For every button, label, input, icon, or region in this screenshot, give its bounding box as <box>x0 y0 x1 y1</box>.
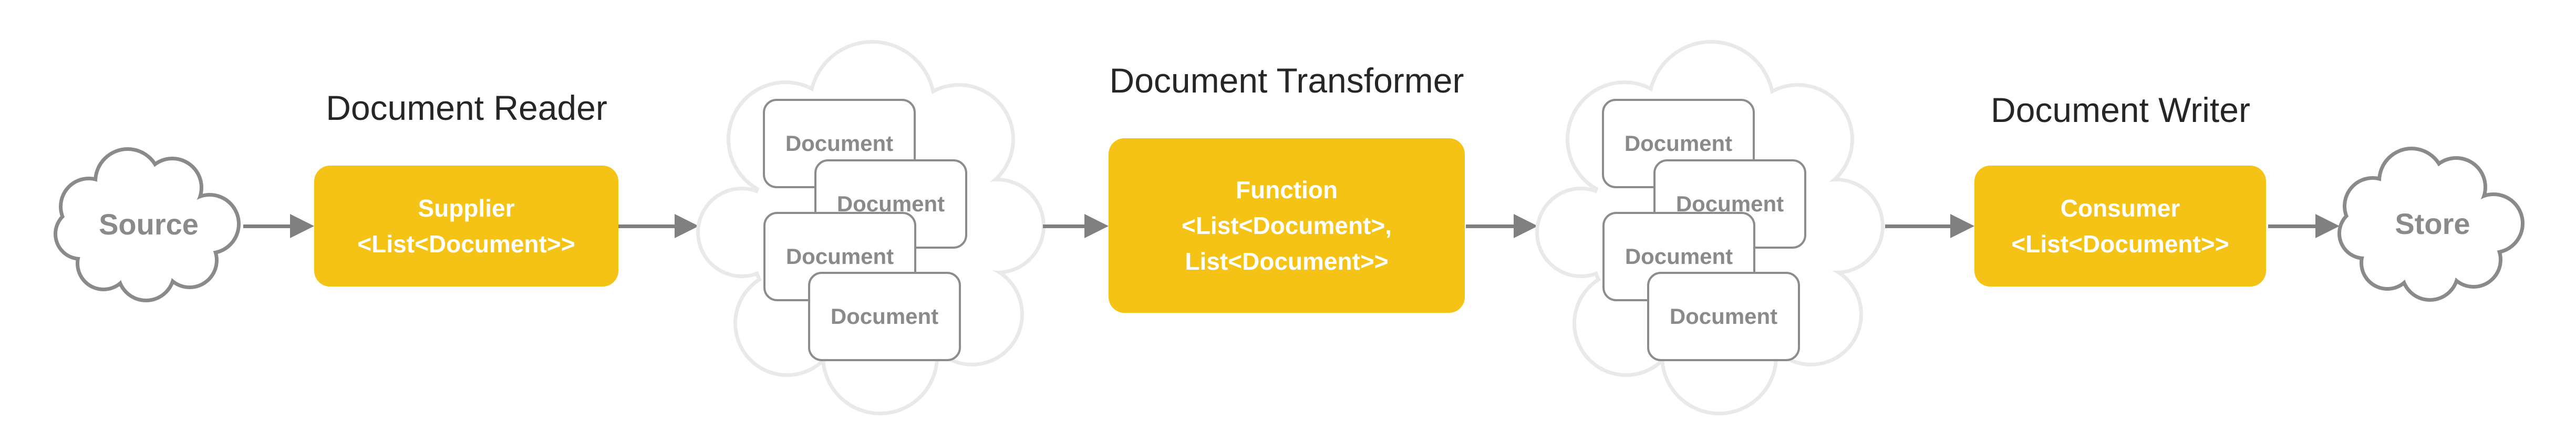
arrow-shaft <box>243 224 296 228</box>
arrow-transformer-to-documents <box>1466 214 1538 238</box>
store-cloud: Store <box>2338 143 2527 304</box>
function-box-line-2: <List<Document>, <box>1181 212 1392 239</box>
documents-cloud-1: Document Document Document Document <box>699 37 1043 413</box>
arrow-head-icon <box>1084 214 1109 238</box>
arrow-head-icon <box>2315 214 2340 238</box>
function-box: Function <List<Document>, List<Document>… <box>1109 138 1465 313</box>
document-card: Document <box>1647 272 1800 361</box>
arrow-documents-to-writer <box>1885 214 1974 238</box>
document-card-label: Document <box>1625 244 1733 269</box>
document-card-label: Document <box>830 304 939 329</box>
arrow-shaft <box>1885 224 1957 228</box>
arrow-source-to-reader <box>243 214 314 238</box>
supplier-box: Supplier <List<Document>> <box>314 166 618 287</box>
consumer-box-line-1: Consumer <box>2060 195 2180 222</box>
arrow-head-icon <box>290 214 314 238</box>
function-box-line-3: List<Document>> <box>1185 248 1389 275</box>
arrow-head-icon <box>1514 214 1538 238</box>
document-card-label: Document <box>785 244 894 269</box>
arrow-reader-to-documents <box>618 214 699 238</box>
document-card-label: Document <box>1669 304 1778 329</box>
arrow-writer-to-store <box>2268 214 2340 238</box>
arrow-shaft <box>1043 224 1091 228</box>
supplier-box-line-2: <List<Document>> <box>357 230 575 258</box>
document-card: Document <box>808 272 961 361</box>
source-cloud: Source <box>54 144 243 304</box>
arrow-shaft <box>2268 224 2322 228</box>
document-writer-title: Document Writer <box>1991 90 2250 129</box>
documents-cloud-2: Document Document Document Document <box>1538 37 1882 413</box>
document-card-label: Document <box>785 131 894 156</box>
store-label: Store <box>2395 207 2470 240</box>
document-transformer-title: Document Transformer <box>1109 61 1464 100</box>
source-label: Source <box>99 207 199 241</box>
document-card-label: Document <box>1624 131 1733 156</box>
consumer-box: Consumer <List<Document>> <box>1974 166 2266 287</box>
arrow-shaft <box>1466 224 1520 228</box>
arrow-shaft <box>618 224 681 228</box>
function-box-line-1: Function <box>1235 176 1338 203</box>
consumer-box-line-2: <List<Document>> <box>2011 230 2229 258</box>
supplier-box-line-1: Supplier <box>418 195 515 222</box>
arrow-head-icon <box>1950 214 1974 238</box>
arrow-documents-to-transformer <box>1043 214 1109 238</box>
arrow-head-icon <box>675 214 699 238</box>
document-reader-title: Document Reader <box>326 88 607 127</box>
